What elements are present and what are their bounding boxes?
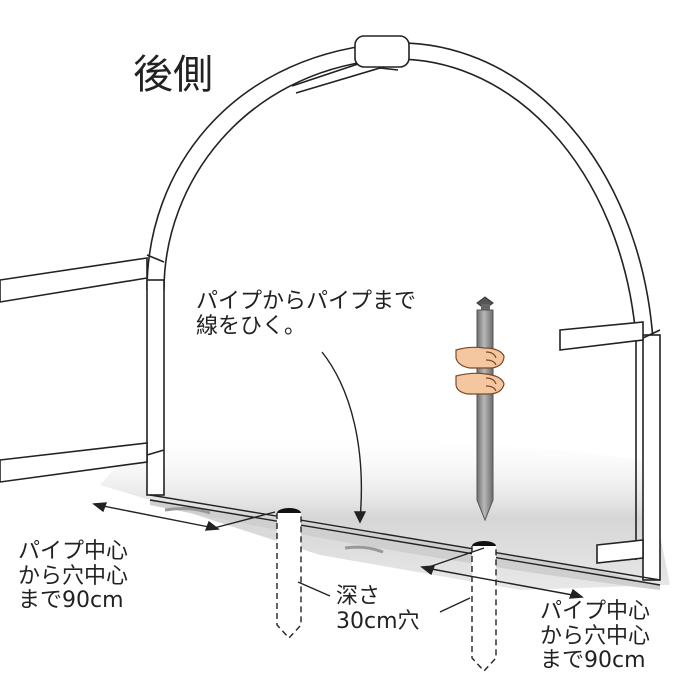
hole-right xyxy=(471,541,497,673)
right-dimension-arrow xyxy=(420,547,584,599)
draw-line-instruction-line-1: パイプからパイプまで xyxy=(196,289,417,314)
left-dimension-arrow xyxy=(92,502,276,531)
left-distance-line-3: まで90cm xyxy=(18,588,124,614)
right-distance-line-2: から穴中心 xyxy=(540,623,651,649)
left-distance-line-1: パイプ中心 xyxy=(18,539,129,564)
draw-line-instruction-line-2: 線をひく。 xyxy=(196,313,307,339)
left-distance-label: パイプ中心 から穴中心 まで90cm xyxy=(18,539,129,614)
metal-stake-icon xyxy=(476,296,494,522)
right-distance-line-3: まで90cm xyxy=(540,648,646,674)
ground-shadow xyxy=(100,430,670,590)
left-rails xyxy=(0,257,148,483)
right-distance-label: パイプ中心 から穴中心 まで90cm xyxy=(540,599,651,674)
left-distance-line-2: から穴中心 xyxy=(18,563,129,589)
right-rails xyxy=(559,321,644,564)
depth-callout-leaders xyxy=(297,581,471,613)
hole-depth-line-1: 深さ xyxy=(336,584,381,609)
hole-left xyxy=(276,508,302,640)
arch-connector xyxy=(354,35,410,68)
hole-depth-line-2: 30cm穴 xyxy=(336,608,420,634)
hole-depth-label: 深さ 30cm穴 xyxy=(336,584,420,634)
back-side-label: 後側 xyxy=(133,52,213,98)
hands-holding-stake-icon xyxy=(455,346,505,395)
line-callout-leader xyxy=(321,351,367,524)
left-upright-pipe xyxy=(146,254,165,496)
ground-line xyxy=(149,494,661,586)
right-upright-pipe xyxy=(642,329,661,581)
right-distance-line-1: パイプ中心 xyxy=(540,599,651,624)
draw-line-instruction: パイプからパイプまで 線をひく。 xyxy=(196,289,417,339)
